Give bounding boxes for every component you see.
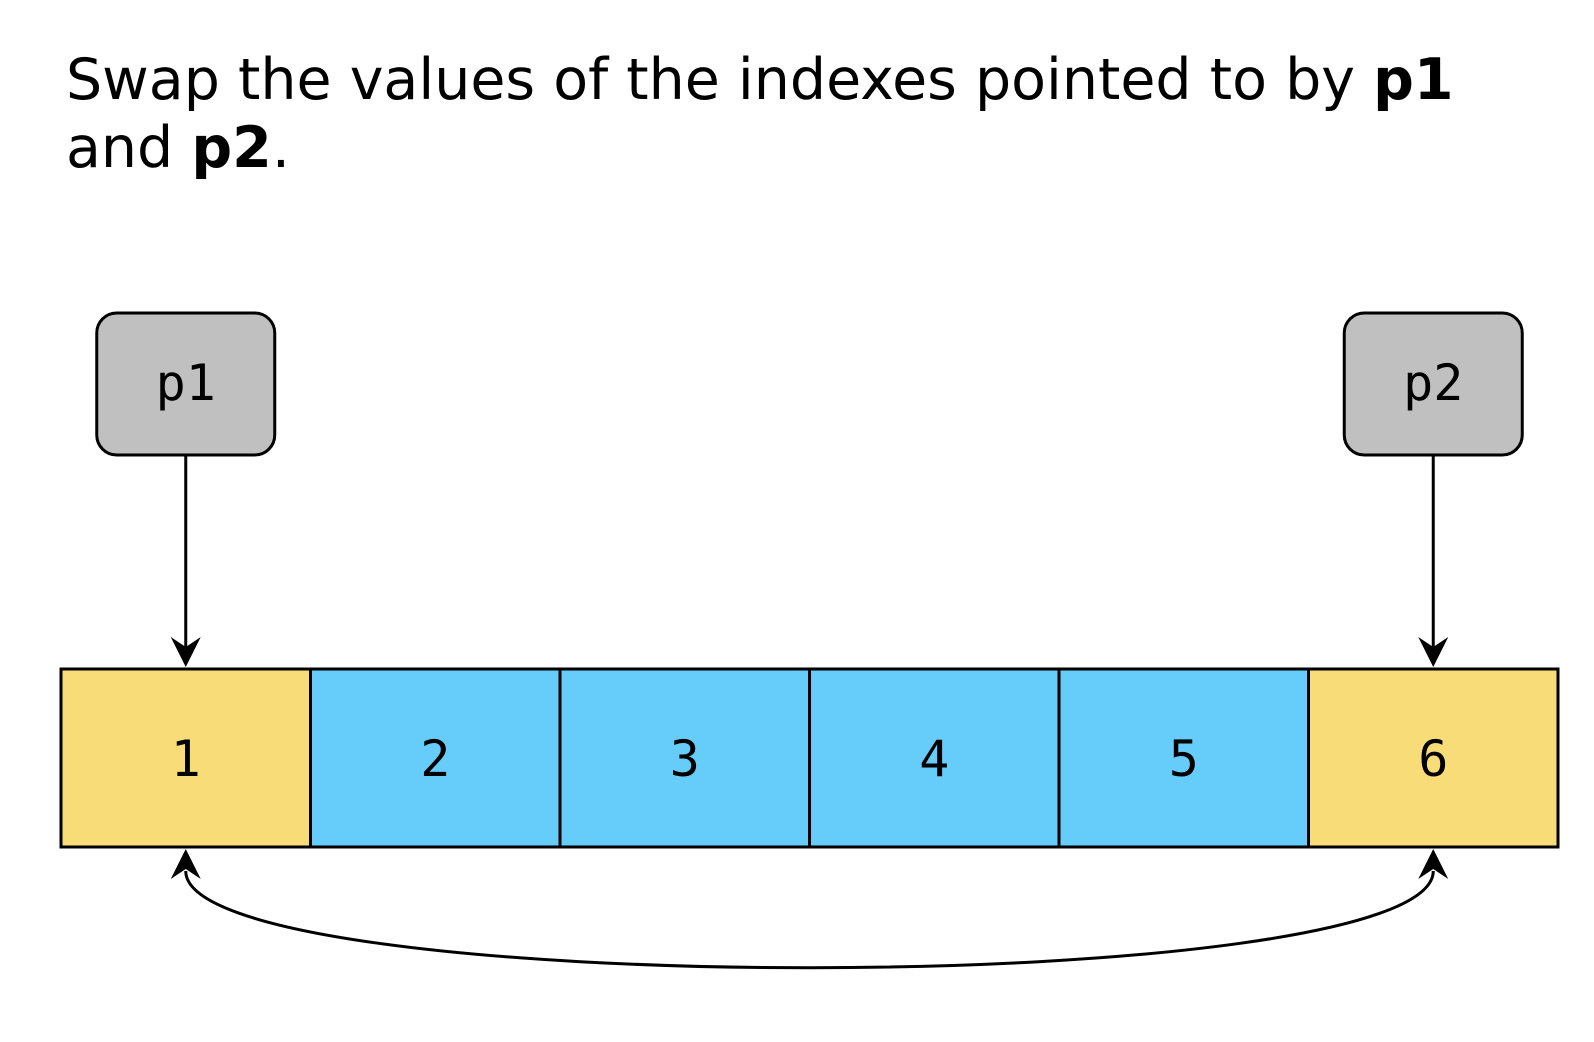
array-cell: 1 [59,667,312,849]
cell-box [558,667,811,849]
pointer-label: p2 [1403,354,1463,412]
cell-box [59,667,312,849]
pointer-label: p1 [156,354,216,412]
arrowhead-icon [1418,849,1449,879]
caption-p2: p2 [191,115,272,181]
cell-value: 6 [1418,730,1448,788]
arrowhead-icon [170,849,201,879]
pointer-p1: p1 [95,311,277,667]
cell-value: 1 [171,730,201,788]
caption-p1: p1 [1373,47,1454,113]
arrowhead-icon [1418,637,1449,667]
cell-box [1307,667,1560,849]
array-cell: 4 [808,667,1061,849]
swap-curve [184,870,1435,970]
cell-value: 5 [1169,730,1199,788]
cell-value: 2 [420,730,450,788]
cell-box [309,667,562,849]
cell-box [808,667,1061,849]
pointer-p2: p2 [1342,311,1524,667]
caption: Swap the values of the indexes pointed t… [66,46,1546,182]
caption-suffix: . [271,115,290,181]
swap-arrow [170,849,1449,970]
array-cells: 1 2 3 4 5 6 [59,667,1560,849]
caption-middle: and [66,115,192,181]
arrowhead-icon [170,637,201,667]
cell-value: 3 [670,730,700,788]
array-cell: 6 [1307,667,1560,849]
array-cell: 2 [309,667,562,849]
cell-box [1057,667,1310,849]
array-cell: 5 [1057,667,1310,849]
array-cell: 3 [558,667,811,849]
pointers: p1 p2 [95,311,1524,667]
cell-value: 4 [919,730,949,788]
caption-prefix: Swap the values of the indexes pointed t… [66,47,1374,113]
